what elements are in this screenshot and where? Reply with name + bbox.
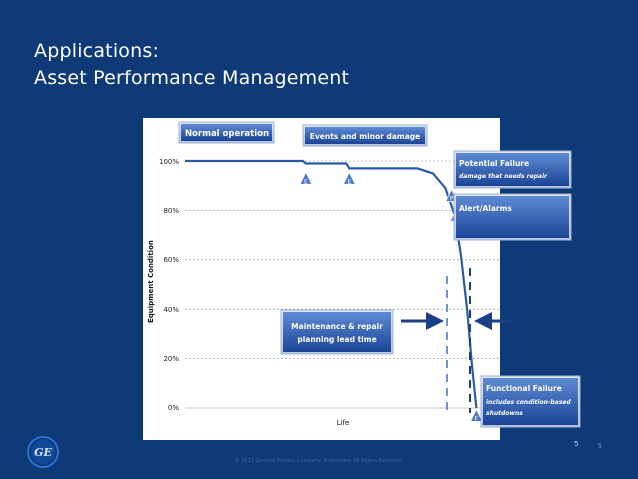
x-axis-label: Life — [337, 419, 350, 427]
alert-alarms-callout: Alert/Alarms — [453, 193, 572, 241]
event-marker-label: E — [304, 178, 308, 185]
y-tick-label: 20% — [163, 355, 179, 363]
functional-failure-sub1: includes condition-based — [486, 399, 571, 406]
title-line-2: Asset Performance Management — [34, 67, 350, 89]
title-line-1: Applications: — [34, 40, 160, 62]
functional-failure-sub2: shutdowns — [486, 410, 523, 417]
alert-alarms-label: Alert/Alarms — [459, 204, 512, 213]
ge-logo: GE — [27, 436, 59, 468]
y-tick-label: 0% — [168, 404, 179, 412]
maintenance-line1: Maintenance & repair — [291, 322, 383, 331]
y-tick-label: 100% — [159, 158, 179, 166]
slide-title: Applications: Asset Performance Manageme… — [34, 38, 349, 92]
y-axis-label: Equipment Condition — [147, 240, 155, 323]
event-marker-label: F — [475, 415, 479, 422]
ge-logo-text: GE — [34, 446, 52, 459]
page-number: 5 — [574, 440, 579, 448]
normal-operation-label: Normal operation — [185, 129, 269, 139]
y-tick-label: 40% — [163, 306, 179, 314]
functional-failure-callout: Functional Failure includes condition-ba… — [480, 375, 581, 428]
event-marker-e: E — [342, 171, 356, 185]
event-marker-shape — [342, 171, 356, 185]
condition-curve — [185, 159, 478, 409]
lifecycle-chart: 100% 80% 60% 40% 20% 0% Equipment Condit… — [147, 121, 581, 428]
potential-failure-sub: damage that needs repair — [459, 173, 548, 180]
potential-failure-callout: Potential Failure damage that needs repa… — [453, 150, 572, 189]
functional-failure-title: Functional Failure — [486, 384, 562, 393]
event-marker-label: E — [347, 178, 351, 185]
event-marker-shape — [299, 171, 313, 185]
event-marker-shape — [469, 408, 484, 422]
event-marker-label: P — [450, 196, 454, 203]
potential-failure-title: Potential Failure — [459, 159, 529, 168]
event-marker-f: F — [469, 408, 484, 422]
normal-operation-callout: Normal operation — [178, 121, 275, 144]
y-tick-label: 60% — [163, 256, 179, 264]
events-minor-label: Events and minor damage — [310, 132, 420, 141]
maintenance-callout: Maintenance & repair planning lead time — [280, 309, 394, 355]
maintenance-line2: planning lead time — [297, 335, 376, 344]
footer-copyright: © 2013 General Electric Company. Proprie… — [234, 458, 404, 464]
chart-panel — [143, 118, 500, 440]
page-number-secondary: 5 — [598, 443, 602, 450]
event-marker-e: E — [299, 171, 313, 185]
events-minor-callout: Events and minor damage — [302, 124, 428, 147]
y-tick-label: 80% — [163, 207, 179, 215]
